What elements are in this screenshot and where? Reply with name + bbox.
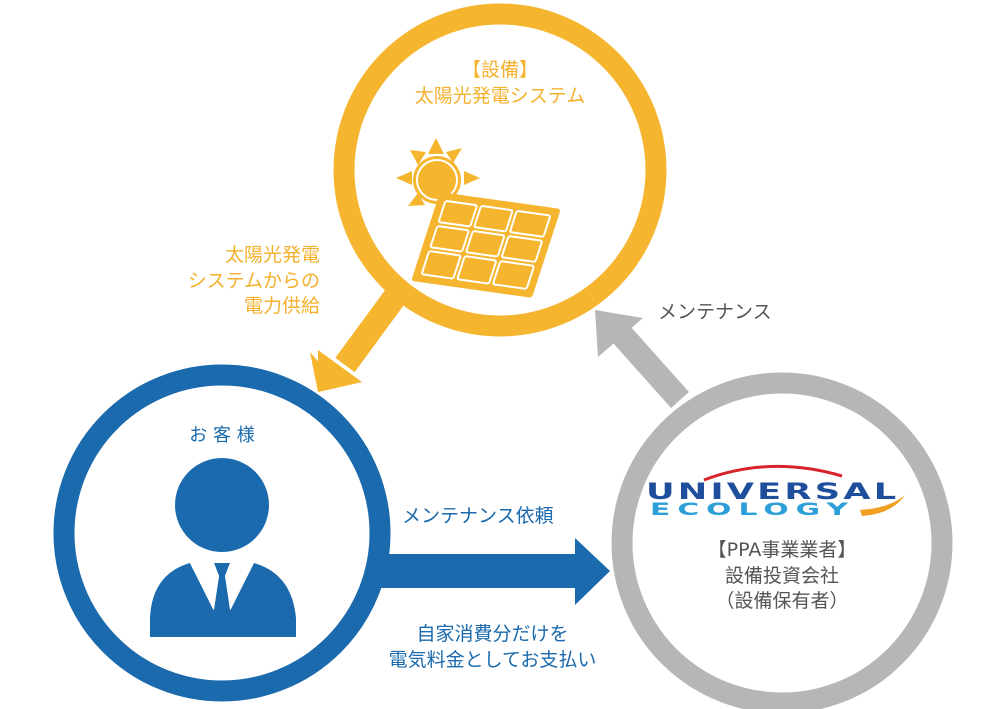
payment-line2: 電気料金としてお支払い: [388, 648, 597, 671]
equipment-title: 【設備】 太陽光発電システム: [400, 58, 600, 109]
payment-line1: 自家消費分だけを: [416, 623, 569, 645]
business-person-icon: [150, 458, 296, 637]
power-supply-label: 太陽光発電 システムからの 電力供給: [160, 243, 320, 320]
maintenance-request-label: メンテナンス依頼: [402, 505, 554, 527]
universal-ecology-logo: UNIVERSAL ECOLOGY: [646, 470, 896, 525]
ppa-line1: 【PPA事業業者】: [707, 539, 857, 561]
maintenance-request-arrow: [378, 538, 610, 605]
maintenance-label: メンテナンス: [658, 301, 772, 323]
power-supply-line1: 太陽光発電: [224, 244, 320, 266]
logo-text-ecology: ECOLOGY: [650, 500, 855, 520]
solar-panel-with-sun-icon: [396, 138, 561, 298]
power-supply-arrow: [310, 282, 410, 392]
ppa-description: 【PPA事業業者】 設備投資会社 （設備保有者）: [682, 538, 882, 615]
ppa-circle: [611, 372, 953, 709]
ppa-line2: 設備投資会社: [724, 564, 839, 587]
logo-swoosh: [860, 495, 905, 516]
power-supply-line2: システムからの: [187, 269, 320, 292]
ppa-line3: （設備保有者）: [715, 590, 849, 613]
customer-title: お 客 様: [189, 425, 255, 446]
logo-text-universal: UNIVERSAL: [646, 480, 900, 505]
power-supply-line3: 電力供給: [243, 295, 320, 318]
maintenance-arrow: [595, 310, 689, 408]
equipment-title-line1: 【設備】: [461, 59, 538, 81]
equipment-title-line2: 太陽光発電システム: [414, 84, 586, 107]
logo-arc: [703, 464, 843, 482]
payment-label: 自家消費分だけを 電気料金としてお支払い: [365, 622, 620, 673]
